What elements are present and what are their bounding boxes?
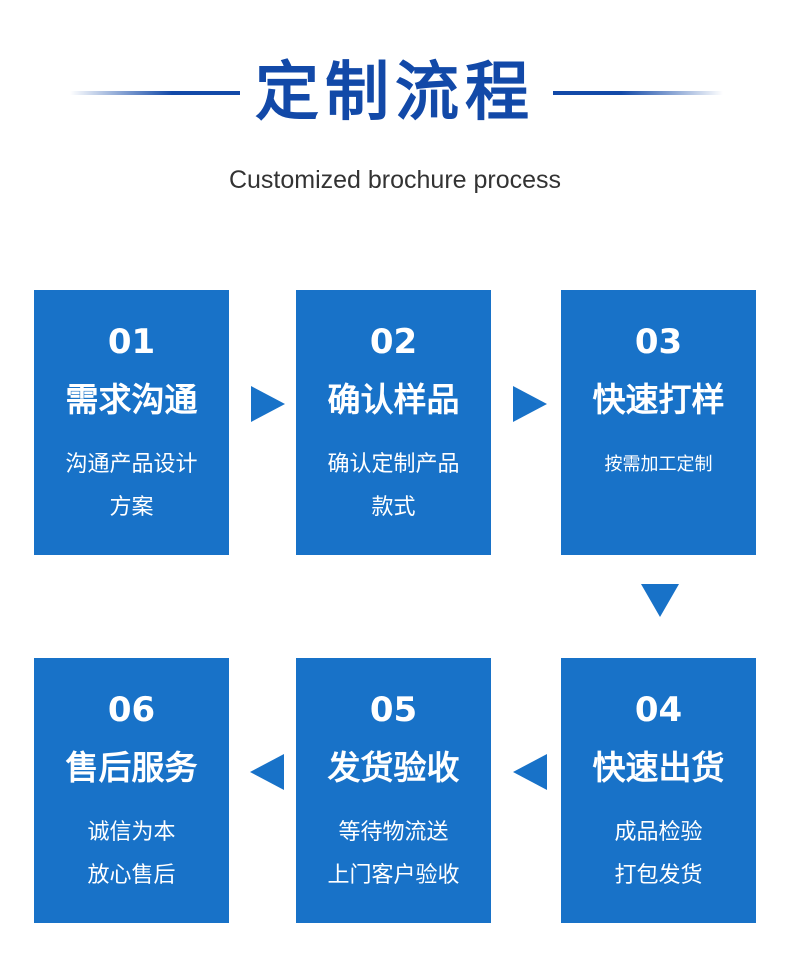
step-description: 等待物流送 上门客户验收 [296, 811, 491, 897]
step-description-line1: 按需加工定制 [604, 454, 713, 475]
step-number: 06 [107, 690, 156, 730]
step-name: 快速打样 [592, 380, 725, 419]
arrow-left-icon [513, 754, 547, 790]
step-name: 需求沟通 [65, 380, 198, 419]
page-title: 定制流程 [255, 56, 535, 130]
page-subtitle: Customized brochure process [228, 166, 562, 194]
step-card-04: 04 快速出货 成品检验 打包发货 [561, 658, 756, 923]
step-number: 02 [369, 322, 418, 362]
step-card-01: 01 需求沟通 沟通产品设计 方案 [34, 290, 229, 555]
arrow-right-icon [513, 386, 547, 422]
arrow-down-icon [641, 584, 679, 617]
step-description: 成品检验 打包发货 [561, 811, 756, 897]
step-number: 03 [634, 322, 683, 362]
arrow-right-icon [251, 386, 285, 422]
step-card-02: 02 确认样品 确认定制产品 款式 [296, 290, 491, 555]
step-description-line2: 打包发货 [614, 863, 703, 888]
step-description-line1: 等待物流送 [338, 820, 449, 845]
step-card-03: 03 快速打样 按需加工定制 [561, 290, 756, 555]
title-rule-left [70, 91, 240, 95]
step-description-line1: 成品检验 [614, 820, 703, 845]
step-number: 01 [107, 322, 156, 362]
step-number: 05 [369, 690, 418, 730]
step-description-line2: 方案 [109, 495, 154, 520]
step-description-line2: 款式 [371, 495, 416, 520]
step-description-line1: 沟通产品设计 [65, 452, 198, 477]
title-rule-right [553, 91, 723, 95]
step-description-line1: 诚信为本 [87, 820, 176, 845]
step-number: 04 [634, 690, 683, 730]
step-description: 诚信为本 放心售后 [34, 811, 229, 897]
step-name: 确认样品 [327, 380, 460, 419]
arrow-left-icon [250, 754, 284, 790]
step-card-05: 05 发货验收 等待物流送 上门客户验收 [296, 658, 491, 923]
step-name: 售后服务 [65, 748, 198, 787]
step-description-line2: 上门客户验收 [327, 863, 460, 888]
step-name: 发货验收 [327, 748, 460, 787]
step-description-line1: 确认定制产品 [327, 452, 460, 477]
step-description-line2: 放心售后 [87, 863, 176, 888]
step-description: 沟通产品设计 方案 [34, 443, 229, 529]
step-name: 快速出货 [592, 748, 725, 787]
step-description: 确认定制产品 款式 [296, 443, 491, 529]
step-card-06: 06 售后服务 诚信为本 放心售后 [34, 658, 229, 923]
step-description: 按需加工定制 [561, 443, 756, 486]
